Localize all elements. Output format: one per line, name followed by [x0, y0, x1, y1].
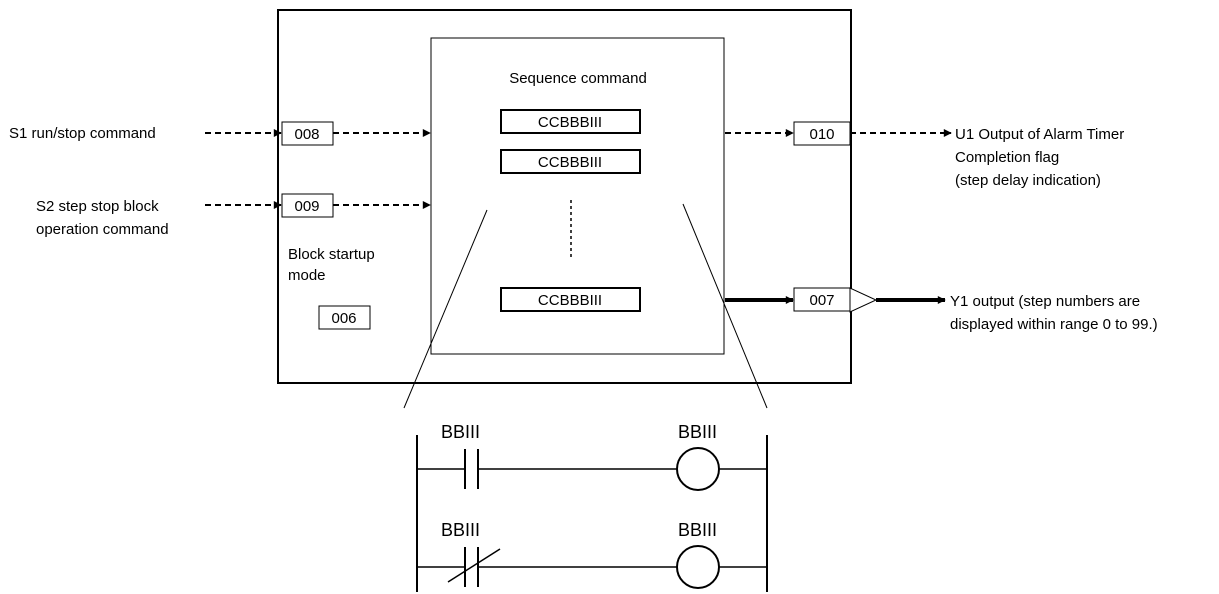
rung-2-contact-label: BBIII	[441, 520, 480, 540]
y1-label-line1: Y1 output (step numbers are	[950, 293, 1140, 310]
terminal-006-text: 006	[331, 310, 356, 327]
command-box-2	[500, 149, 641, 174]
command-box-3	[500, 287, 641, 312]
ladder-rung-1: BBIII BBIII	[417, 422, 767, 491]
s2-label-line1: S2 step stop block	[36, 198, 159, 215]
s2-label-line2: operation command	[36, 221, 169, 238]
function-block-frame	[277, 9, 852, 384]
rung-2-contact-slash	[447, 548, 501, 583]
u1-label-line3: (step delay indication)	[955, 172, 1101, 189]
terminal-010-text: 010	[809, 126, 834, 143]
command-text-1: CCBBBIII	[538, 114, 602, 131]
command-box-1	[500, 109, 641, 134]
terminal-009-text: 009	[294, 198, 319, 215]
rung-1-coil	[676, 447, 720, 491]
startup-label-line1: Block startup	[288, 246, 375, 263]
rung-2-coil	[676, 545, 720, 589]
rung-1-contact-label: BBIII	[441, 422, 480, 442]
u1-label-line2: Completion flag	[955, 149, 1059, 166]
command-text-3: CCBBBIII	[538, 292, 602, 309]
s1-label: S1 run/stop command	[9, 125, 156, 142]
rung-1-coil-label: BBIII	[678, 422, 717, 442]
y1-label-line2: displayed within range 0 to 99.)	[950, 316, 1158, 333]
zoom-line-right	[682, 203, 768, 409]
command-text-2: CCBBBIII	[538, 154, 602, 171]
sequence-command-box	[430, 37, 725, 355]
startup-label-line2: mode	[288, 267, 326, 284]
rung-2-coil-label: BBIII	[678, 520, 717, 540]
y1-buffer-triangle	[849, 287, 878, 313]
terminal-008-text: 008	[294, 126, 319, 143]
ladder-rung-2: BBIII BBIII	[417, 520, 767, 589]
terminal-007-text: 007	[809, 292, 834, 309]
sequence-command-title: Sequence command	[509, 70, 647, 87]
zoom-line-left	[403, 209, 488, 409]
u1-label-line1: U1 Output of Alarm Timer	[955, 126, 1124, 143]
terminal-006	[318, 305, 371, 330]
